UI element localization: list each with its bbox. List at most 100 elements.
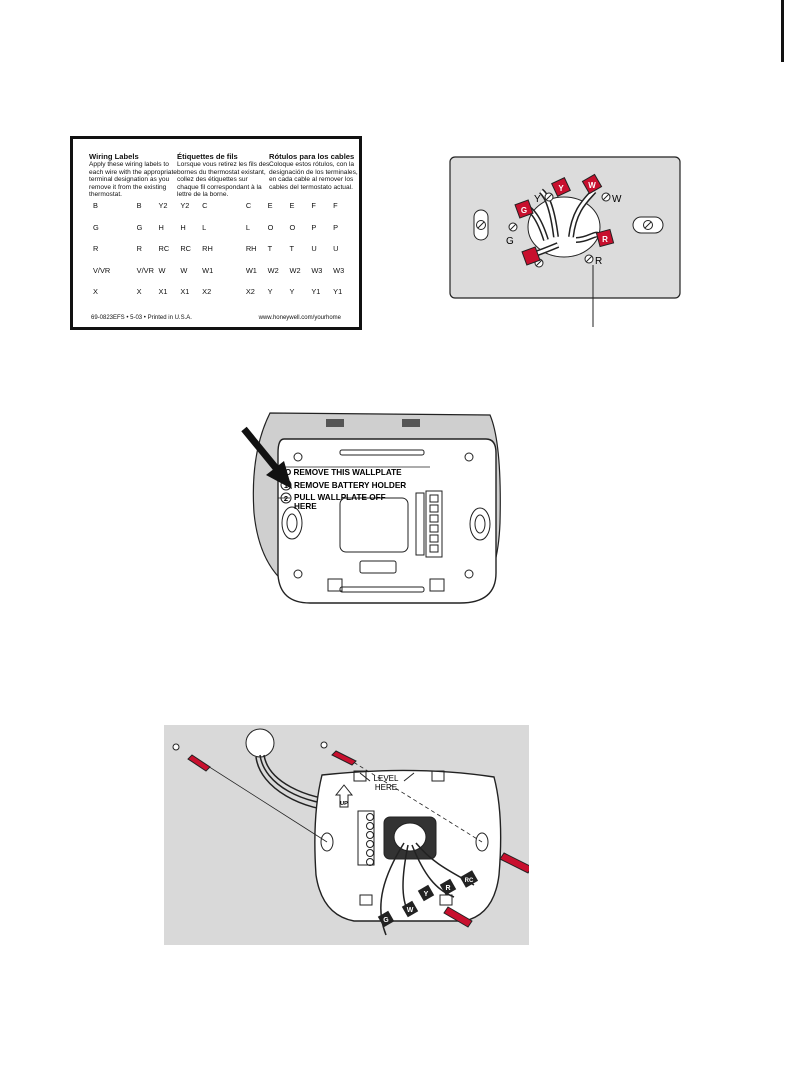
wire-label-cell <box>224 267 246 289</box>
wire-label-cell: F <box>333 201 338 210</box>
wire-label-cell: E <box>267 201 273 210</box>
wire-label-cell: W3 <box>333 265 345 275</box>
wire-label-cell: E <box>289 201 295 210</box>
wire-label-cell <box>115 245 137 267</box>
wire-label-cell: X1 <box>180 287 190 296</box>
wallplate-center-opening <box>339 497 409 553</box>
mount-tag-y: Y <box>417 884 435 902</box>
mount-tag-w: W <box>401 900 419 918</box>
mount-tag-y-label: Y <box>424 891 429 898</box>
labels-english-title: Wiring Labels <box>89 152 139 161</box>
wallplate-corner-tabs <box>327 578 445 592</box>
housing-tab-left <box>326 419 344 427</box>
wire-label-cell: L <box>245 222 250 232</box>
wire-label-cell <box>115 224 137 246</box>
wire-label-cell <box>224 245 246 267</box>
wallplate <box>277 438 497 604</box>
wire-label-cell: W3 <box>311 265 323 275</box>
wire-label-cell: X2 <box>245 287 255 296</box>
mount-tag-g-label: G <box>383 917 389 924</box>
step-1-text: REMOVE BATTERY HOLDER <box>294 481 406 490</box>
labels-spanish-line: cables del termostato actual. <box>269 183 353 191</box>
step-2-number: 2 <box>284 494 288 503</box>
wire-label-cell: R <box>93 244 99 253</box>
labels-spanish-line: en cada cable al remover los <box>269 176 354 184</box>
wire-label-cell: O <box>289 222 296 232</box>
wire-tag-w: W <box>581 173 603 195</box>
wire-label-cell: W2 <box>289 265 301 275</box>
wire-tag-y-label: Y <box>558 184 564 193</box>
page-edge-bar <box>781 0 784 62</box>
wallplate-bottom-slot <box>339 586 425 593</box>
wire-label-cell: X <box>136 287 142 296</box>
wire-label-cell: G <box>136 222 143 232</box>
wire-tag-r: R <box>595 228 615 248</box>
wire-tag-blank <box>521 246 541 266</box>
wallplate-right-slot <box>469 507 491 541</box>
labels-french-line: chaque fil correspondant à la <box>177 183 262 191</box>
wire-label-cell: T <box>289 244 295 253</box>
labels-spanish-line: Coloque estos rótulos, con la <box>269 161 355 169</box>
wire-tag-y: Y <box>551 177 571 197</box>
wall-anchor-icon <box>320 741 357 766</box>
wire-tag-g: G <box>514 199 534 219</box>
wire-label-cell: R <box>136 244 142 253</box>
housing-tab-right <box>402 419 420 427</box>
wire-label-cell: H <box>180 222 186 232</box>
mount-tag-g: G <box>377 910 395 928</box>
wallplate-battery-window <box>359 560 397 574</box>
labels-spanish: Rótulos para los cables Coloque estos ró… <box>269 152 358 191</box>
wallplate-level-tabs <box>353 770 453 906</box>
up-arrow-icon: UP <box>334 784 354 808</box>
wire-label-cell: P <box>311 222 317 232</box>
wire-label-cell: B <box>93 201 98 210</box>
wire-label-cell: O <box>267 222 274 232</box>
wire-label-cell <box>224 202 246 224</box>
wire-label-cell: Y2 <box>158 201 168 210</box>
terminal-label-y: Y <box>534 194 541 205</box>
wire-label-cell: X2 <box>202 287 212 296</box>
wire-label-cell: RH <box>245 244 257 253</box>
mounting-terminal-screws <box>366 813 374 866</box>
wire-label-cell <box>224 288 246 310</box>
mounting-right-slot <box>475 832 489 852</box>
mount-tag-r-label: R <box>445 885 450 892</box>
wire-label-cell: V/VR <box>136 265 154 275</box>
alignment-line-left <box>199 760 328 843</box>
wall-anchor-icon <box>172 743 211 772</box>
level-arrows-icon <box>359 772 415 782</box>
wire-label-cell: W1 <box>245 265 257 275</box>
level-label-line2: HERE <box>375 783 397 792</box>
step-2-text: PULL WALLPLATE OFF <box>294 493 386 502</box>
mounting-screw-icon <box>499 852 529 874</box>
terminal-label-g: G <box>506 236 514 247</box>
wallplate-corner-screws <box>293 452 474 579</box>
labels-english-line: thermostat. <box>89 191 122 199</box>
wire-label-cell: W <box>158 265 166 275</box>
wire-tag-w-label: W <box>588 181 596 190</box>
labels-french-line: lettre de la borne. <box>177 191 229 199</box>
wire-label-cell: C <box>202 201 208 210</box>
wire-label-cell: Y <box>289 287 295 296</box>
terminal-block <box>425 490 443 558</box>
labels-english-line: Apply these wiring labels to <box>89 161 169 169</box>
wire-label-cell: RH <box>202 244 213 253</box>
pull-here-arrow-icon <box>241 426 292 489</box>
wire-label-cell: Y1 <box>311 287 321 296</box>
left-mount-slot <box>473 209 489 241</box>
wire-label-cell: V/VR <box>93 265 111 275</box>
wire-label-cell: T <box>267 244 273 253</box>
wallplate-wiring-diagram: Y W G R G Y W R <box>449 156 681 327</box>
terminal-block-screws <box>429 494 439 553</box>
wire-label-cell <box>224 224 246 246</box>
wallplate-mounting-diagram: LEVEL HERE UP G W Y R RC <box>164 725 529 945</box>
step-2-text-here: HERE <box>294 502 317 511</box>
wallplate-left-slot <box>281 506 303 540</box>
wire-label-cell: Y1 <box>333 287 343 296</box>
wire-label-cell: P <box>333 222 339 232</box>
labels-french: Étiquettes de fils Lorsque vous retirez … <box>177 152 269 199</box>
wall-cable-hole <box>245 728 275 758</box>
wire-label-cell: W1 <box>202 265 214 275</box>
labels-french-title: Étiquettes de fils <box>177 152 238 161</box>
